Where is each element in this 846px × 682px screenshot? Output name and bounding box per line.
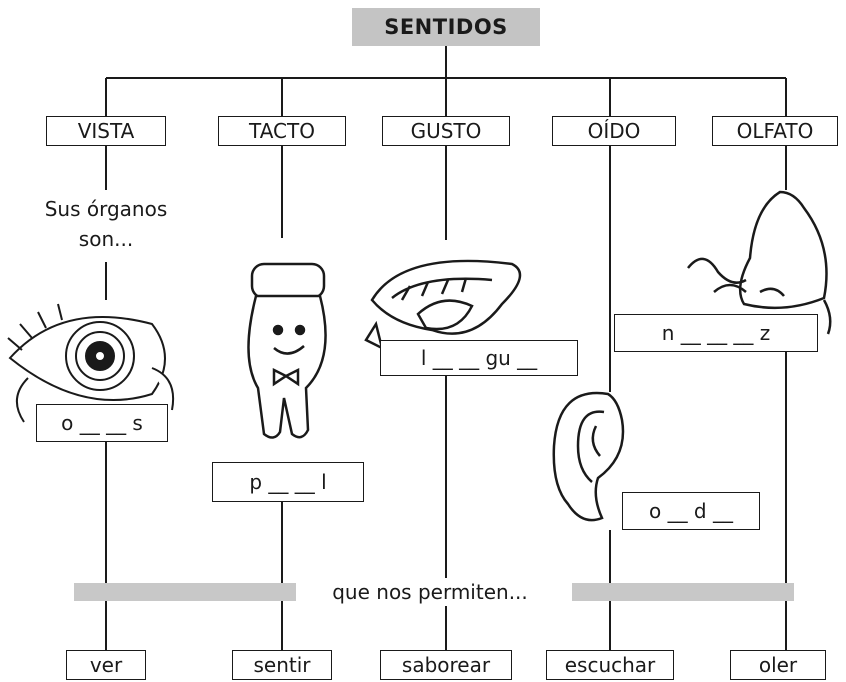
sense-box-oido: OÍDO <box>552 116 676 146</box>
organs-intro-text: Sus órganos son... <box>44 197 168 251</box>
organ-box-ears: o __ d __ <box>622 492 760 530</box>
action-box-escuchar: escuchar <box>546 650 674 680</box>
sense-box-olfato: OLFATO <box>712 116 838 146</box>
sense-box-vista: VISTA <box>46 116 166 146</box>
gray-bar-right <box>572 583 794 601</box>
organ-box-eyes: o __ __ s <box>36 404 168 442</box>
organ-box-skin: p __ __ l <box>212 462 364 502</box>
mouth-icon <box>364 259 522 351</box>
connector-text: que nos permiten... <box>300 578 560 606</box>
sense-box-tacto: TACTO <box>218 116 346 146</box>
action-box-ver: ver <box>66 650 146 680</box>
action-box-saborear: saborear <box>380 650 512 680</box>
ear-icon <box>552 391 625 522</box>
diagram-title: SENTIDOS <box>352 8 540 46</box>
action-box-sentir: sentir <box>232 650 332 680</box>
eye-icon <box>7 303 174 423</box>
gray-bar-left <box>74 583 296 601</box>
finger-icon <box>247 262 327 439</box>
organ-box-tongue: l __ __ gu __ <box>380 340 578 376</box>
sense-box-gusto: GUSTO <box>382 116 510 146</box>
organ-box-nose: n __ __ __ z <box>614 314 818 352</box>
nose-icon <box>687 190 832 335</box>
action-box-oler: oler <box>730 650 826 680</box>
